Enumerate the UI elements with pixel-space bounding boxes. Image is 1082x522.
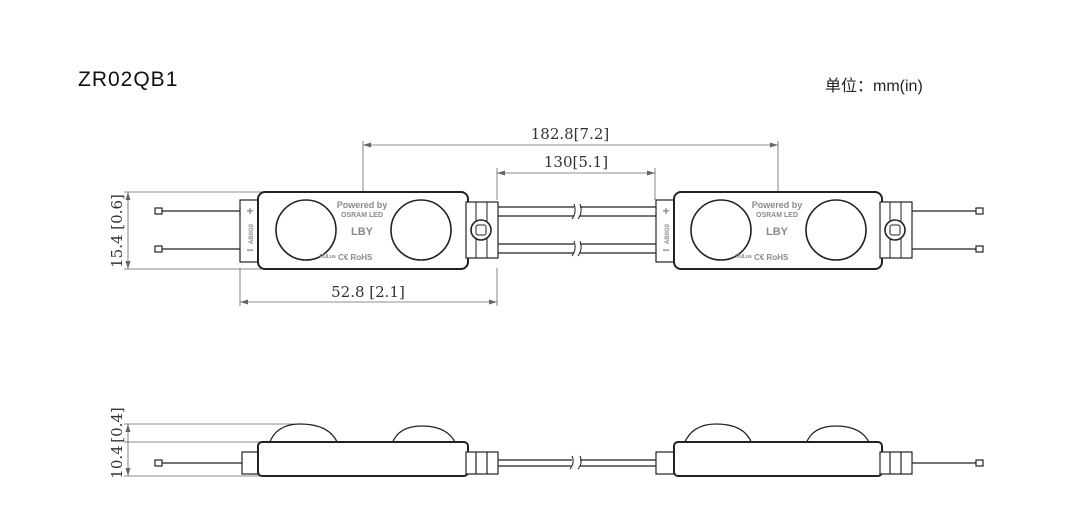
led-module-2-top: Powered by OSRAM LED LBY ᴿᵁᴸᵘˢ C€ RoHS +… bbox=[655, 191, 913, 270]
marking-side-code: AB0G0 bbox=[249, 223, 255, 244]
unit-label: 单位：mm(in) bbox=[825, 78, 923, 95]
dim-text-pitch-min: 130[5.1] bbox=[544, 153, 608, 171]
screw-hole-2 bbox=[884, 219, 906, 241]
marking-powered-by: Powered by bbox=[752, 200, 803, 210]
marking-brand: OSRAM LED bbox=[341, 212, 383, 219]
marking-brand: OSRAM LED bbox=[756, 212, 798, 219]
screw-hole-1 bbox=[470, 219, 492, 241]
marking-certifications: ᴿᵁᴸᵘˢ C€ RoHS bbox=[736, 253, 789, 262]
marking-powered-by: Powered by bbox=[337, 200, 388, 210]
dim-text-module-width: 15.4 [0.6] bbox=[108, 194, 126, 268]
led-lens-1a bbox=[275, 199, 337, 261]
drawing-title: ZR02QB1 bbox=[78, 68, 179, 91]
dim-text-module-length: 52.8 [2.1] bbox=[331, 283, 405, 301]
led-lens-2a bbox=[690, 199, 752, 261]
dim-text-pitch-max: 182.8[7.2] bbox=[531, 125, 610, 143]
polarity-minus: − bbox=[662, 243, 669, 257]
dim-text-height-lens: [0.4] bbox=[108, 407, 126, 443]
dim-text-height-total: 10.4 bbox=[108, 445, 126, 478]
marking-color-code: LBY bbox=[766, 226, 789, 238]
polarity-minus: − bbox=[246, 243, 253, 257]
polarity-plus: + bbox=[246, 204, 253, 218]
marking-side-code: AB0G0 bbox=[665, 223, 671, 244]
led-lens-2b bbox=[805, 199, 867, 261]
polarity-plus: + bbox=[662, 204, 669, 218]
side-view bbox=[154, 423, 984, 477]
marking-color-code: LBY bbox=[351, 226, 374, 238]
led-module-1-top: Powered by OSRAM LED LBY ᴿᵁᴸᵘˢ C€ RoHS +… bbox=[239, 191, 499, 270]
led-lens-1b bbox=[390, 199, 452, 261]
marking-certifications: ᴿᵁᴸᵘˢ C€ RoHS bbox=[320, 253, 373, 262]
